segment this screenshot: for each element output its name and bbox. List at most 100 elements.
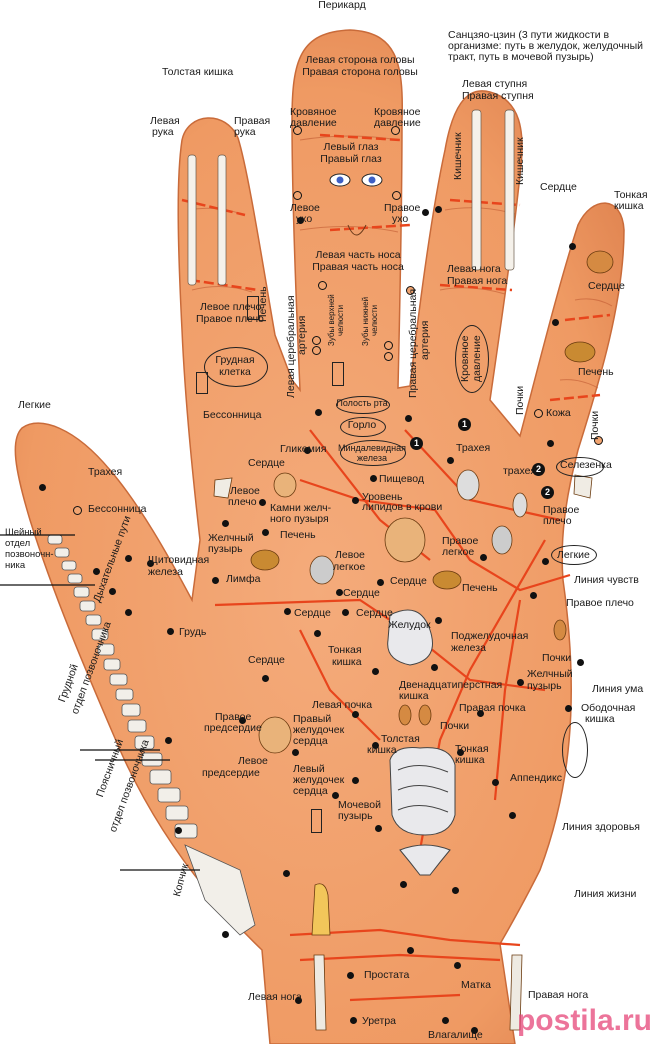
label-small-int-top-2: кишка: [614, 200, 644, 212]
label-gallbladder: Желчный: [208, 532, 254, 544]
point-dot: [454, 962, 461, 969]
bp-ring: [455, 325, 489, 393]
label-bp-left: Кровяное: [290, 106, 337, 118]
label-right-leg: Правая нога: [528, 989, 589, 1001]
point-dot: [315, 409, 322, 416]
label-left-ear: Левое: [290, 202, 320, 214]
label-left-atrium-2: предсердие: [202, 767, 260, 779]
label-right-ventricle-2: желудочек: [293, 724, 345, 736]
point-dot: [109, 588, 116, 595]
teeth-box: [332, 362, 344, 386]
point-dot: [435, 617, 442, 624]
label-cervical-3: позвоночн-: [5, 549, 54, 560]
label-right-foot: Правая ступня: [462, 90, 534, 102]
label-nose-left: Левая часть носа: [315, 249, 401, 261]
label-chest-2: клетка: [219, 366, 251, 378]
label-small-int-low: Тонкая: [455, 743, 489, 755]
label-line-senses: Линия чувств: [574, 574, 639, 586]
point-dot: [259, 499, 266, 506]
point-dot: [509, 812, 516, 819]
label-heart-c2: Сердце: [343, 587, 380, 599]
point-dot: [239, 717, 246, 724]
point-dot: [352, 497, 359, 504]
point-dot: [517, 679, 524, 686]
label-right-atrium-2: предсердие: [204, 722, 262, 734]
point-dot: [577, 659, 584, 666]
marker-1b: 1: [410, 437, 423, 450]
label-left-leg-top: Левая нога: [447, 263, 501, 275]
point-dot: [547, 440, 554, 447]
label-line-life: Линия жизни: [574, 888, 637, 900]
label-right-shoulder: Правое плечо: [196, 313, 264, 325]
label-line-mind: Линия ума: [592, 683, 644, 695]
point-dot: [400, 881, 407, 888]
label-lower-teeth-2: челюсти: [370, 304, 379, 336]
chest-ring: [204, 347, 268, 387]
point-dot: [565, 705, 572, 712]
label-cervical: Шейный: [5, 527, 42, 538]
label-pancreas-2: железа: [451, 642, 486, 654]
label-left-hand-2: рука: [152, 126, 174, 138]
spleen-ring: [556, 457, 604, 477]
point-dot: [304, 447, 311, 454]
point-open-dot: [534, 409, 543, 418]
label-right-ear-2: ухо: [392, 213, 409, 225]
marker-1: 1: [458, 418, 471, 431]
throat-ring: [340, 417, 386, 437]
label-right-ear: Правое: [384, 202, 421, 214]
label-liver-mid: Печень: [280, 529, 316, 541]
label-gallbladder-2: пузырь: [208, 543, 243, 555]
point-open-dot: [406, 286, 415, 295]
label-colon-bl-2: кишка: [585, 713, 615, 725]
point-dot: [452, 887, 459, 894]
tonsil-ring: [340, 440, 406, 466]
label-bladder: Мочевой: [338, 799, 381, 811]
colon-ring: [562, 722, 588, 778]
label-kidneys-vertical: Почки: [514, 385, 526, 415]
label-small-int-top: Тонкая: [614, 189, 648, 201]
label-upper-teeth-2: челюсти: [336, 304, 345, 336]
label-spleen: Селезенка: [560, 459, 612, 471]
point-dot: [284, 608, 291, 615]
label-left-atrium: Левое: [238, 755, 268, 767]
point-dot: [342, 609, 349, 616]
label-sanjiao-3: тракт, путь в мочевой пузырь): [448, 51, 594, 63]
point-dot: [372, 668, 379, 675]
label-right-shoulder-2b: плечо: [543, 515, 572, 527]
point-dot: [480, 554, 487, 561]
point-dot: [352, 777, 359, 784]
label-kidneys-vertical-2: Почки: [589, 410, 601, 440]
marker-2: 2: [532, 463, 545, 476]
label-bp-vertical: Кровяное: [459, 335, 471, 382]
label-duodenum-2: кишка: [399, 690, 429, 702]
label-right-ventricle-3: сердца: [293, 735, 328, 747]
point-dot: [175, 827, 182, 834]
label-right-eye: Правый глаз: [320, 153, 382, 165]
label-thyroid: Щитовидная: [148, 554, 210, 566]
point-dot: [431, 664, 438, 671]
label-left-head: Левая сторона головы: [305, 54, 415, 66]
point-open-dot: [384, 352, 393, 361]
point-dot: [332, 792, 339, 799]
label-left-hand: Левая: [150, 115, 180, 127]
point-dot: [212, 577, 219, 584]
label-bladder-2: пузырь: [338, 810, 373, 822]
mouth-ring: [336, 396, 390, 414]
point-dot: [372, 742, 379, 749]
label-esophagus: Пищевод: [379, 473, 424, 485]
liver-box: [247, 296, 259, 320]
watermark: postila.ru: [516, 1004, 652, 1037]
point-dot: [222, 520, 229, 527]
point-dot: [552, 319, 559, 326]
label-bp-right-2: давление: [374, 117, 421, 129]
label-intestine-left: Кишечник: [452, 132, 464, 180]
label-heart-c4: Сердце: [356, 607, 393, 619]
label-heart-mid: Сердце: [248, 457, 285, 469]
point-dot: [125, 555, 132, 562]
point-open-dot: [384, 341, 393, 350]
label-colon-low-2: кишка: [367, 744, 397, 756]
label-small-int-c: Тонкая: [328, 644, 362, 656]
label-tonsil: Миндалевидная: [338, 443, 406, 453]
label-left-kidney: Левая почка: [312, 699, 373, 711]
label-intestine-right: Кишечник: [514, 137, 526, 185]
